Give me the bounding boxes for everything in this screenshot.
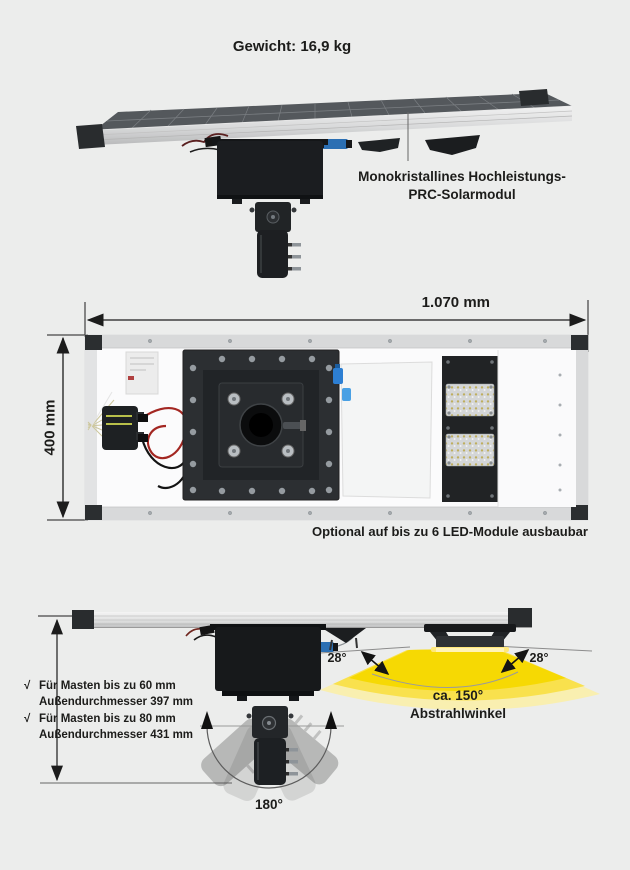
end-cap-right [519, 89, 549, 106]
beam-angle-arrow-left [360, 650, 390, 676]
led-module-1 [445, 383, 495, 417]
rotation-angle-label: 180° [255, 797, 283, 812]
end-cap-left [76, 124, 105, 149]
check-icon: √ [24, 713, 31, 725]
led-module-side [424, 624, 516, 652]
solar-module-callout-line1: Monokristallines Hochleistungs- [358, 169, 566, 184]
arc-arrow-right [325, 711, 337, 729]
led-expansion-caption: Optional auf bis zu 6 LED-Module ausbaub… [312, 524, 588, 539]
junction-box [210, 624, 326, 701]
arc-arrow-left [201, 711, 213, 729]
spec-sticker [125, 351, 159, 395]
mc4-connector-blue [322, 139, 348, 149]
led-module-2 [445, 433, 495, 467]
beam-angle-left-label: 28° [327, 651, 347, 665]
beam-angle-caption: Abstrahlwinkel [409, 706, 507, 721]
pole-bracket [249, 202, 297, 232]
end-cap-left [72, 610, 94, 629]
solar-panel-top-view [47, 300, 589, 521]
height-dimension-line [38, 615, 72, 782]
led-module-carrier [442, 356, 498, 502]
beam-angle-arrow-right [500, 648, 530, 674]
plate-bolts [227, 392, 295, 458]
check-icon: √ [24, 680, 31, 692]
pole-mount-and-beam-view [38, 608, 600, 802]
corner-brackets [85, 335, 588, 520]
mast-option-line2: Außendurchmesser 397 mm [39, 695, 194, 708]
beam-ref-line-left [319, 646, 411, 654]
beam-ref-line-right [493, 645, 593, 652]
beam-angle-arc [371, 671, 519, 688]
junction-box [212, 139, 328, 204]
mast-option-line1: Für Masten bis zu 80 mm [39, 713, 176, 725]
vent-valves-blue [333, 364, 351, 401]
solar-panel-side-view [76, 89, 573, 278]
right-panel [497, 350, 576, 507]
end-cap-right [508, 608, 532, 627]
beam-total-angle-label: ca. 150° [432, 688, 484, 703]
mast-option-80mm: √ Für Masten bis zu 80 mm Außendurchmess… [24, 712, 234, 743]
frame-screws [148, 339, 547, 515]
rotation-arc [206, 725, 332, 789]
mast-option-line1: Für Masten bis zu 60 mm [39, 680, 176, 692]
mast-option-line2: Außendurchmesser 431 mm [39, 728, 194, 741]
pole-bracket [246, 706, 294, 738]
solar-module-callout: Monokristallines Hochleistungs- PRC-Sola… [332, 168, 592, 203]
mast-option-60mm: √ Für Masten bis zu 60 mm Außendurchmess… [24, 679, 234, 710]
solar-module-callout-line2: PRC-Solarmodul [408, 186, 516, 202]
cable-connector-box [102, 406, 144, 450]
weight-label: Gewicht: 16,9 kg [232, 38, 352, 55]
under-panel-components [181, 133, 480, 155]
mast-compatibility-list: √ Für Masten bis zu 60 mm Außendurchmess… [24, 679, 234, 745]
pole-socket [254, 738, 298, 785]
beam-angle-right-label: 28° [529, 651, 549, 665]
height-dimension-line [47, 334, 88, 521]
pole-socket [257, 230, 301, 278]
width-dimension-label: 1.070 mm [421, 294, 490, 311]
mounting-plate [182, 349, 340, 501]
cover-panel [340, 361, 433, 499]
under-panel-components [185, 624, 366, 652]
height-dimension-label: 400 mm [41, 399, 59, 456]
